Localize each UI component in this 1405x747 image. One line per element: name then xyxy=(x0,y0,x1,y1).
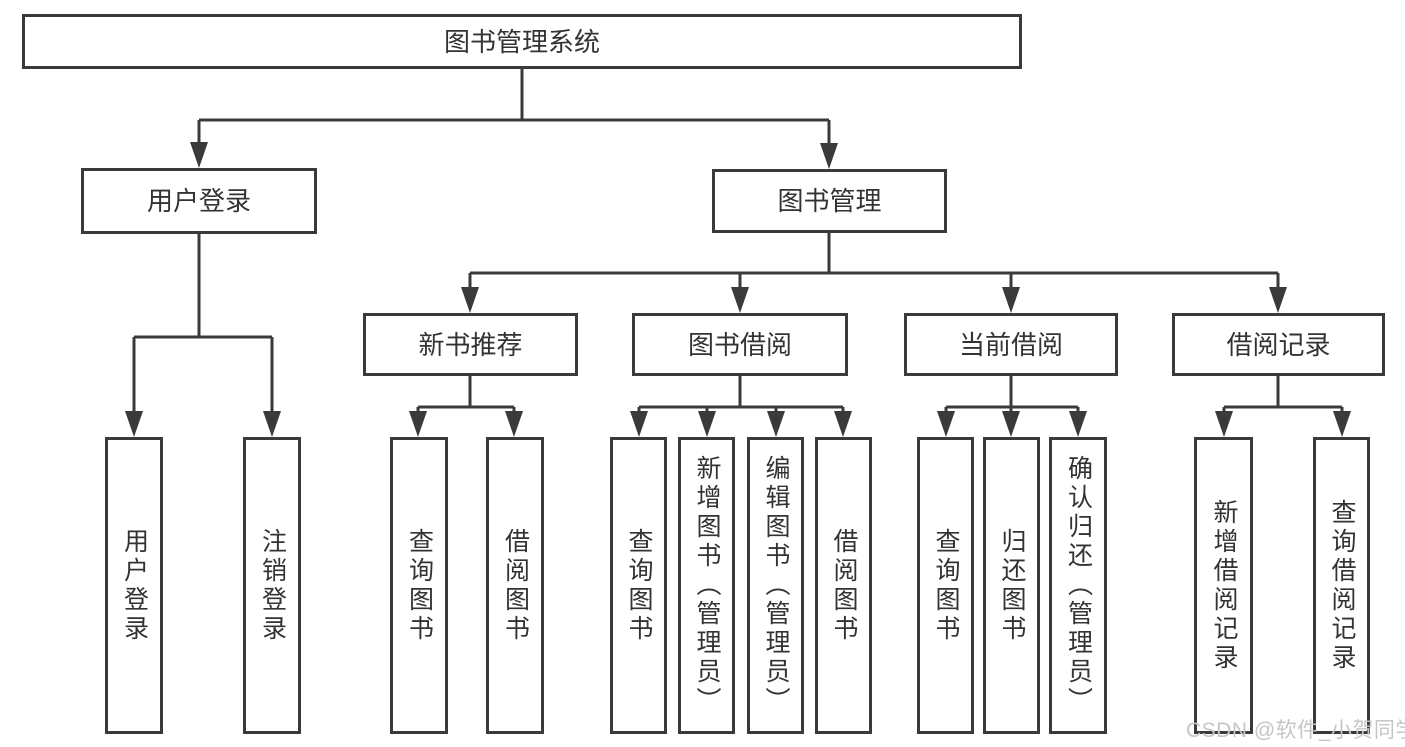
leaf-query-books-recommend: 查询图书 xyxy=(390,437,448,734)
node-book-borrowing: 图书借阅 xyxy=(632,313,848,376)
leaf-edit-book-admin: 编辑图书（管理员） xyxy=(747,437,804,734)
leaf-logout: 注销登录 xyxy=(243,437,301,734)
leaf-user-login: 用户登录 xyxy=(105,437,163,734)
node-new-book-recommend: 新书推荐 xyxy=(363,313,578,376)
leaf-return-books: 归还图书 xyxy=(983,437,1040,734)
leaf-borrow-books-borrowing: 借阅图书 xyxy=(815,437,872,734)
node-borrowing-records: 借阅记录 xyxy=(1172,313,1385,376)
leaf-confirm-return-admin: 确认归还（管理员） xyxy=(1049,437,1107,734)
leaf-query-borrow-record: 查询借阅记录 xyxy=(1313,437,1370,734)
node-user-login: 用户登录 xyxy=(81,168,317,234)
csdn-watermark: CSDN @软件_小贺同学 xyxy=(1186,719,1405,742)
leaf-add-borrow-record: 新增借阅记录 xyxy=(1194,437,1253,734)
leaf-query-books-borrowing: 查询图书 xyxy=(610,437,667,734)
node-book-management: 图书管理 xyxy=(712,169,947,233)
node-library-system: 图书管理系统 xyxy=(22,14,1022,69)
leaf-query-books-current: 查询图书 xyxy=(917,437,974,734)
leaf-borrow-books-recommend: 借阅图书 xyxy=(486,437,544,734)
node-current-borrowing: 当前借阅 xyxy=(904,313,1118,376)
leaf-add-book-admin: 新增图书（管理员） xyxy=(678,437,735,734)
